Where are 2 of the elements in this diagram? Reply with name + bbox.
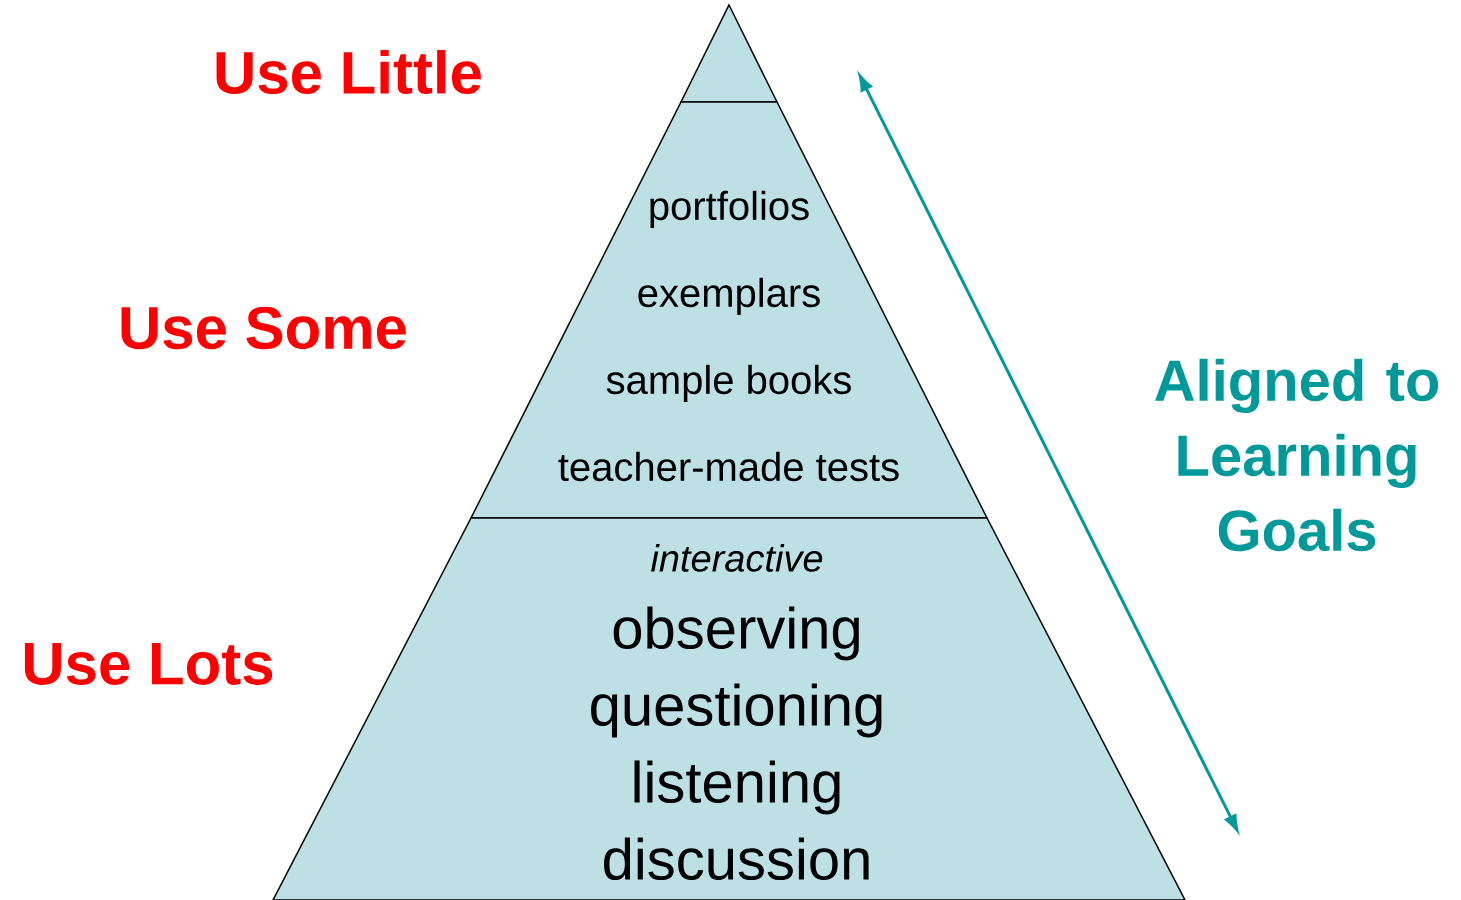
tier-label: Use Little bbox=[216, 49, 481, 94]
tier-label: Use Some bbox=[121, 306, 406, 350]
